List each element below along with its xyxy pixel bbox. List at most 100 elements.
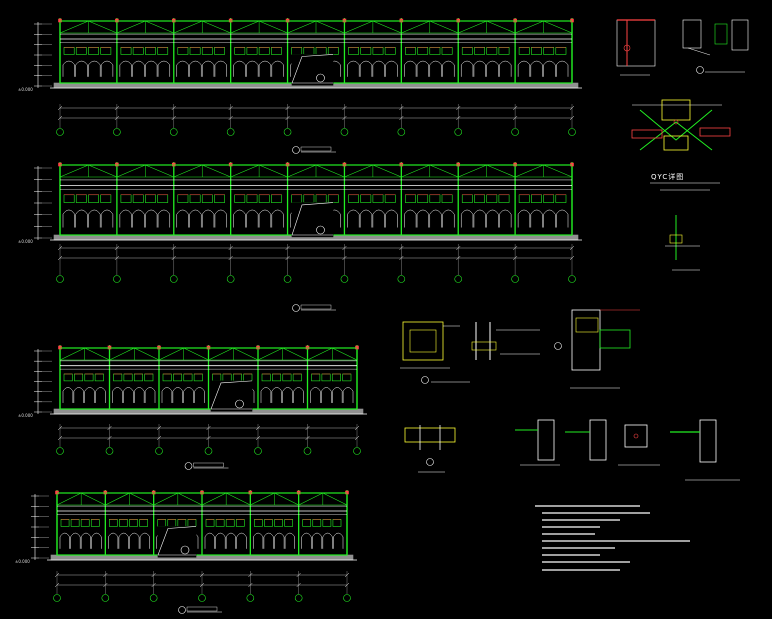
truss-diagonal bbox=[201, 492, 227, 506]
window-pane bbox=[246, 194, 258, 203]
window-pane bbox=[145, 47, 156, 55]
dim-tick bbox=[156, 425, 162, 431]
window-pane bbox=[303, 47, 315, 55]
axis-bubble bbox=[397, 128, 406, 136]
dim-tick bbox=[171, 115, 176, 121]
column-cap bbox=[171, 18, 176, 23]
dim-tick bbox=[228, 115, 233, 121]
door-detail-box bbox=[402, 321, 444, 361]
truss-diagonal bbox=[226, 492, 251, 506]
window-pane bbox=[157, 47, 169, 55]
axis-bubble bbox=[303, 447, 312, 455]
truss-diagonal bbox=[287, 164, 317, 178]
stall-arch bbox=[139, 532, 150, 549]
dim-tick bbox=[57, 105, 63, 111]
stall-arch bbox=[118, 532, 129, 549]
column-cap bbox=[206, 345, 211, 350]
stall-arch bbox=[271, 387, 282, 403]
axis-bubble bbox=[397, 275, 406, 283]
elevation-4: ±0.000 bbox=[15, 490, 357, 614]
stall-arch bbox=[321, 387, 332, 403]
elevation-title-box bbox=[186, 606, 218, 612]
window-pane bbox=[132, 194, 144, 203]
dim-tick bbox=[54, 572, 60, 578]
stall-arch bbox=[88, 209, 101, 228]
door-opening bbox=[291, 54, 334, 86]
dim-tick bbox=[248, 572, 253, 578]
dim-tick bbox=[54, 582, 60, 588]
truss-diagonal bbox=[401, 20, 430, 34]
window-pane bbox=[177, 47, 189, 55]
truss-diagonal bbox=[88, 20, 118, 34]
elevation-title-bubble bbox=[292, 146, 300, 154]
stall-arch bbox=[385, 60, 398, 77]
truss-diagonal bbox=[344, 164, 374, 178]
window-pane bbox=[486, 47, 498, 55]
stall-arch bbox=[460, 60, 474, 77]
dim-tick bbox=[296, 582, 301, 588]
column-cap bbox=[456, 162, 461, 167]
truss-diagonal bbox=[105, 492, 130, 506]
stall-arch bbox=[75, 209, 88, 228]
qyc-tag bbox=[699, 127, 731, 137]
stall-arch bbox=[342, 387, 354, 403]
window-pane bbox=[282, 373, 292, 382]
level-text: ±0.000 bbox=[15, 559, 30, 564]
stall-arch bbox=[486, 60, 499, 77]
elevation-1: ±0.000 bbox=[18, 18, 582, 154]
window-pane bbox=[555, 194, 567, 203]
window-pane bbox=[292, 373, 302, 382]
door-opening bbox=[157, 526, 197, 558]
stall-arch bbox=[442, 209, 455, 228]
window-pane bbox=[162, 373, 172, 382]
dim-tick bbox=[399, 255, 404, 261]
window-pane bbox=[144, 373, 154, 382]
stall-arch bbox=[108, 532, 119, 549]
dim-tick bbox=[285, 255, 290, 261]
stall-arch bbox=[271, 209, 284, 228]
dim-tick bbox=[456, 105, 461, 111]
stall-arch bbox=[263, 532, 274, 549]
window-pane bbox=[63, 47, 75, 55]
stall-arch bbox=[145, 209, 158, 228]
window-pane bbox=[133, 373, 143, 382]
level-text: ±0.000 bbox=[18, 87, 33, 92]
stall-arch bbox=[62, 209, 75, 228]
dim-tick bbox=[354, 435, 360, 441]
window-pane bbox=[70, 519, 80, 527]
axis-bubble bbox=[149, 594, 158, 602]
dim-tick bbox=[399, 105, 404, 111]
qyc-plate-bottom bbox=[663, 135, 689, 151]
axis-bubble bbox=[343, 594, 351, 602]
stall-arch bbox=[442, 60, 455, 77]
window-pane bbox=[109, 519, 118, 527]
truss-diagonal bbox=[514, 164, 544, 178]
truss-diagonal bbox=[287, 20, 317, 34]
stall-arch bbox=[189, 209, 202, 228]
truss-diagonal bbox=[59, 347, 85, 361]
level-text: ±0.000 bbox=[18, 239, 33, 244]
column-cap bbox=[345, 490, 349, 495]
dim-tick bbox=[399, 245, 404, 251]
truss-diagonal bbox=[315, 20, 345, 34]
qyc-tag bbox=[631, 129, 663, 139]
stall-arch bbox=[246, 209, 259, 228]
stall-arch bbox=[201, 60, 215, 77]
window-pane bbox=[215, 519, 225, 527]
window-pane bbox=[243, 373, 253, 382]
dim-tick bbox=[107, 425, 112, 431]
stall-arch bbox=[172, 387, 183, 403]
window-pane bbox=[303, 194, 315, 203]
stall-arch bbox=[246, 60, 259, 77]
stall-arch bbox=[322, 532, 333, 549]
window-pane bbox=[119, 519, 128, 527]
stall-arch bbox=[517, 209, 531, 228]
stall-arch bbox=[233, 209, 246, 228]
window-pane bbox=[518, 194, 530, 203]
window-pane bbox=[312, 519, 322, 527]
door-opening bbox=[291, 202, 334, 238]
stall-arch bbox=[260, 387, 272, 403]
column-cap bbox=[305, 345, 310, 350]
window-pane bbox=[441, 47, 453, 55]
window-pane bbox=[235, 519, 245, 527]
